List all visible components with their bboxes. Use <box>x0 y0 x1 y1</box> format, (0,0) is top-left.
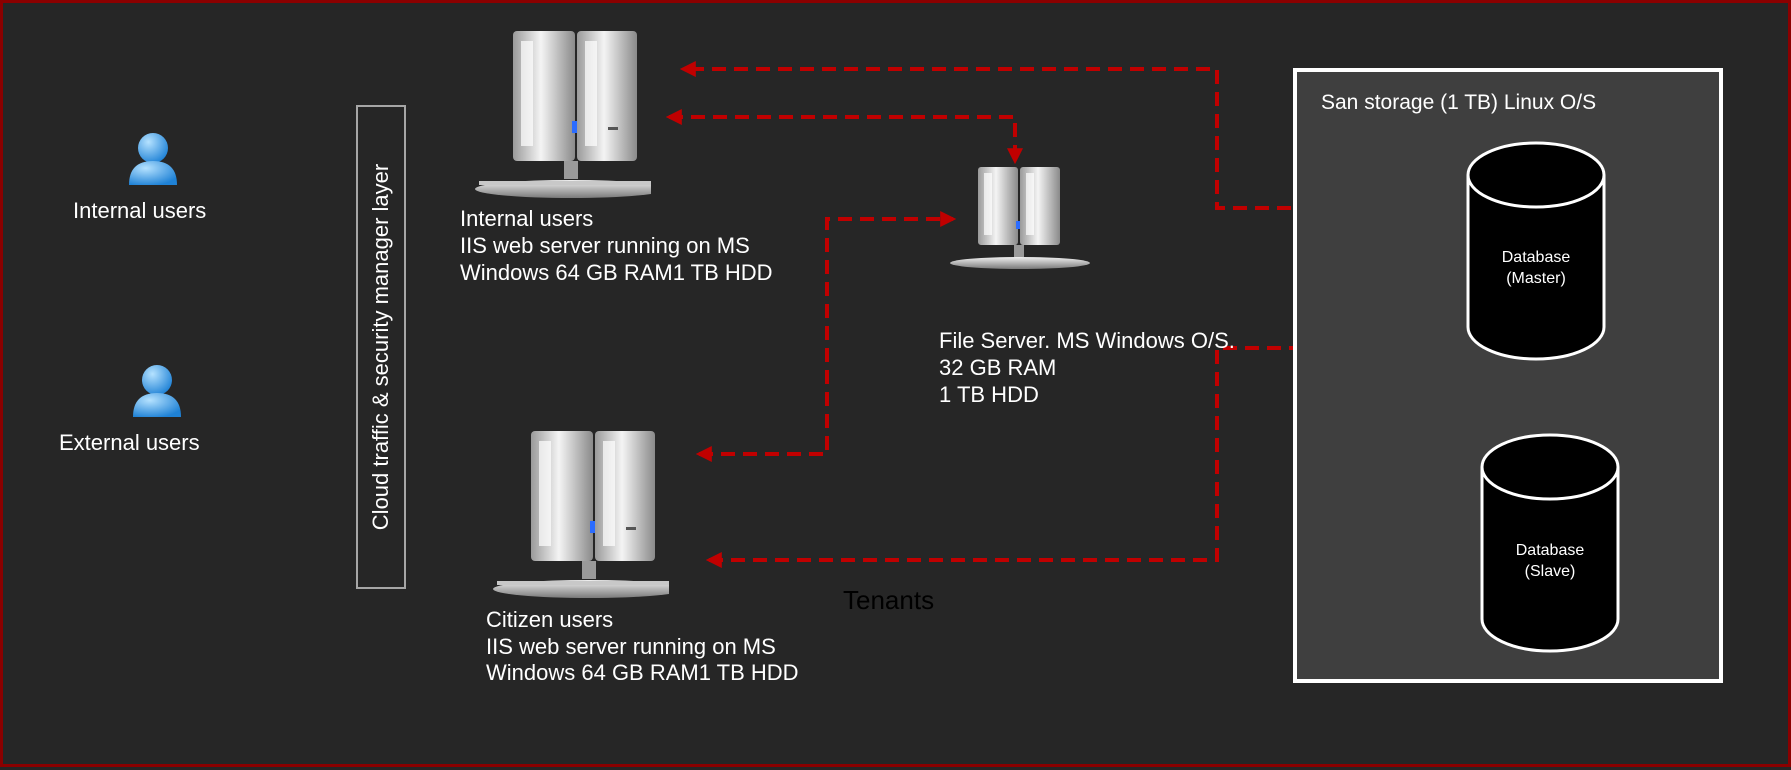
server-icon <box>493 431 669 598</box>
link-internal-to-fileserver <box>665 109 1023 165</box>
user-icon <box>133 365 181 417</box>
link-citizen-to-slave <box>705 340 1439 568</box>
database-master-line2: (Master) <box>1506 270 1566 287</box>
file-server-line2: 32 GB RAM <box>939 355 1057 380</box>
server-icon <box>475 31 651 198</box>
internal-server-line3: Windows 64 GB RAM1 TB HDD <box>460 260 773 285</box>
database-master-line1: Database <box>1501 249 1571 266</box>
security-layer: Cloud traffic & security manager layer <box>356 105 406 589</box>
database-slave-icon <box>1480 433 1620 653</box>
user-icon <box>129 133 177 185</box>
database-slave-line2: (Slave) <box>1524 563 1576 580</box>
internal-server-line2: IIS web server running on MS <box>460 233 750 258</box>
server-icon <box>950 167 1090 269</box>
link-internal-to-master <box>679 61 1427 216</box>
san-storage-title: San storage (1 TB) Linux O/S <box>1321 91 1597 114</box>
file-server-line3: 1 TB HDD <box>939 382 1039 407</box>
security-layer-label: Cloud traffic & security manager layer <box>368 163 393 531</box>
internal-server-line1: Internal users <box>460 206 594 231</box>
database-master-icon <box>1466 141 1606 361</box>
citizen-server-line3: Windows 64 GB RAM1 TB HDD <box>486 660 799 685</box>
file-server-line1: File Server. MS Windows O/S. <box>939 328 1235 353</box>
tenants-label: Tenants <box>843 585 935 615</box>
citizen-server-line1: Citizen users <box>486 607 614 632</box>
citizen-server-line2: IIS web server running on MS <box>486 634 776 659</box>
database-slave-line1: Database <box>1515 542 1585 559</box>
internal-users-label: Internal users <box>73 198 207 223</box>
external-users-label: External users <box>59 430 200 455</box>
link-citizen-to-fileserver <box>695 211 957 462</box>
